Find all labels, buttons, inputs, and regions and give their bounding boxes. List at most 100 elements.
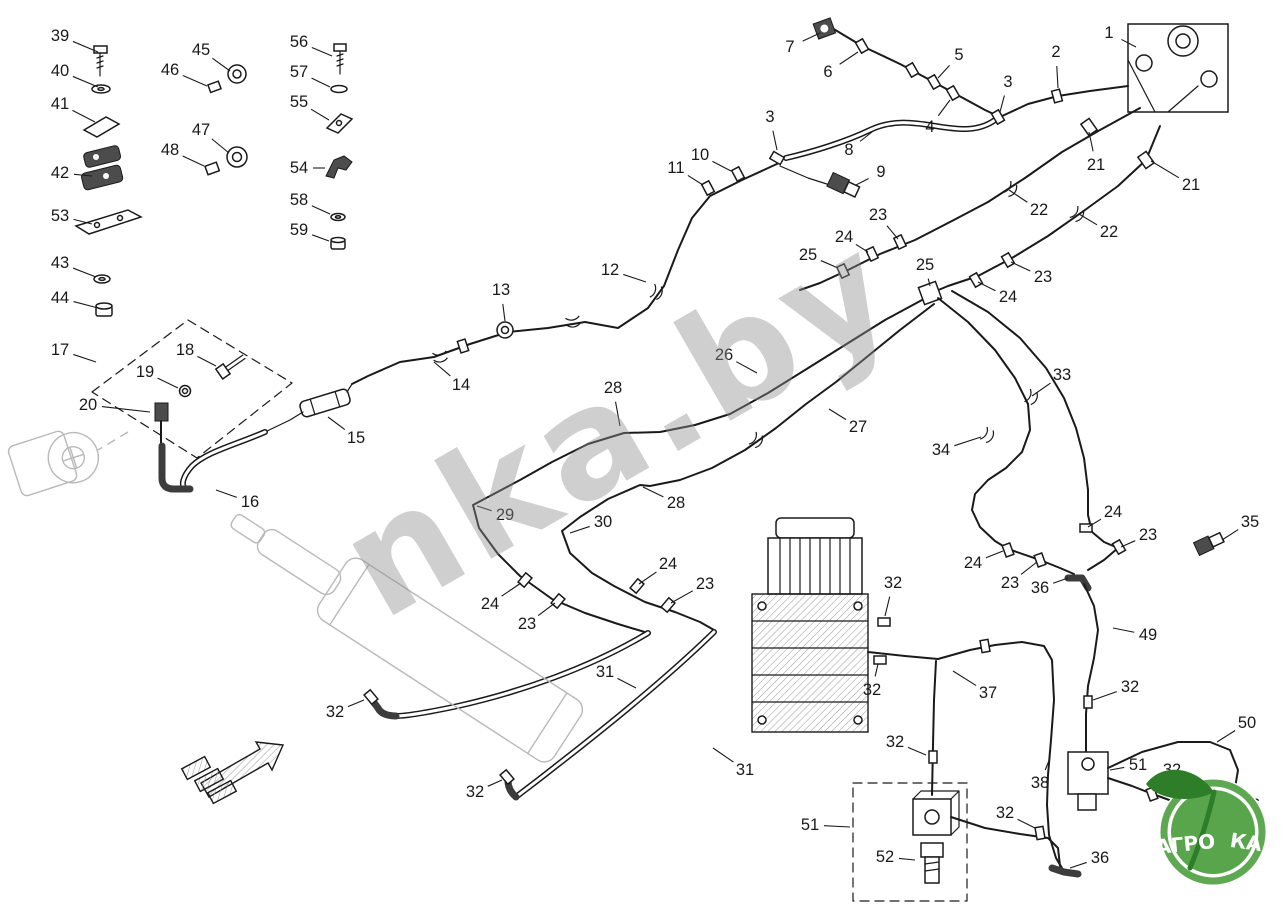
part-callout-27: 27 <box>828 408 867 436</box>
leader-line <box>72 267 97 278</box>
part-number: 23 <box>518 615 536 633</box>
part-callout-3: 3 <box>999 73 1013 113</box>
leaf-stem <box>1187 789 1217 871</box>
part-number: 43 <box>51 254 69 272</box>
leader-line <box>311 205 331 215</box>
part-callout-52: 52 <box>876 848 916 866</box>
leader-line <box>476 505 492 512</box>
part-callout-21: 21 <box>1087 131 1105 174</box>
part-callout-8: 8 <box>844 131 873 159</box>
part-callout-2: 2 <box>1051 43 1061 89</box>
part-callout-47: 47 <box>192 121 230 154</box>
part-number: 27 <box>849 418 867 436</box>
part-callout-43: 43 <box>51 254 97 278</box>
part-callout-58: 58 <box>290 191 331 215</box>
leader-line <box>937 64 950 79</box>
connector-9 <box>826 171 861 198</box>
part-callout-18: 18 <box>176 341 217 367</box>
part-callout-39: 39 <box>51 27 99 53</box>
relief-valve-52 <box>920 842 944 884</box>
part-number: 57 <box>290 63 308 81</box>
part-callout-31: 31 <box>712 747 754 779</box>
part-callout-10: 10 <box>691 146 732 172</box>
part-number: 50 <box>1238 714 1256 732</box>
connector-35 <box>1192 531 1225 557</box>
part-callout-9: 9 <box>855 163 886 186</box>
part-number: 32 <box>466 783 484 801</box>
valve-block-51a <box>1067 751 1109 811</box>
part-number: 23 <box>696 575 714 593</box>
part-callout-35: 35 <box>1221 513 1259 541</box>
part-callout-22: 22 <box>1078 213 1118 241</box>
part-callout-45: 45 <box>192 41 231 72</box>
part-number: 34 <box>932 441 950 459</box>
part-callout-4: 4 <box>925 99 951 136</box>
leader-line <box>311 234 330 242</box>
leader-line <box>670 590 694 604</box>
part-number: 44 <box>51 289 69 307</box>
part-callout-36: 36 <box>1031 577 1069 597</box>
bolt-icon <box>214 354 246 380</box>
nut-icon <box>95 302 113 317</box>
part-callout-32: 32 <box>884 574 902 617</box>
leader-line <box>999 95 1005 113</box>
part-callout-49: 49 <box>1112 626 1157 644</box>
pump-ghost <box>7 430 100 497</box>
part-number: 32 <box>326 703 344 721</box>
part-number: 30 <box>594 513 612 531</box>
part-number: 14 <box>452 376 470 394</box>
leader-line <box>73 353 97 363</box>
leader-line <box>855 243 869 253</box>
leader-line <box>157 377 179 389</box>
part-number: 25 <box>799 246 817 264</box>
leader-line <box>687 174 704 186</box>
washer-icon <box>91 84 111 94</box>
part-number: 13 <box>492 281 510 299</box>
leader-line <box>211 138 230 154</box>
leader-line <box>310 108 330 121</box>
part-callout-23: 23 <box>670 575 714 604</box>
part-callout-1: 1 <box>1104 24 1137 48</box>
leader-line <box>1052 577 1069 584</box>
cap-nut-icon <box>226 146 248 168</box>
part-number: 24 <box>481 595 499 613</box>
leader-line <box>1087 518 1102 528</box>
part-number: 36 <box>1031 579 1049 597</box>
part-number: 59 <box>290 221 308 239</box>
leader-line <box>1069 861 1087 869</box>
part-number: 49 <box>1139 626 1157 644</box>
leader-line <box>823 825 851 828</box>
leader-line <box>347 699 365 708</box>
part-number: 24 <box>999 288 1017 306</box>
leader-line <box>1044 757 1051 771</box>
part-number: 24 <box>1104 503 1122 521</box>
leader-line <box>1088 131 1094 152</box>
leader-line <box>886 225 899 240</box>
part-callout-25: 25 <box>916 256 934 287</box>
leader-line <box>907 746 927 756</box>
part-callout-50: 50 <box>1216 714 1256 743</box>
part-callout-38: 38 <box>1031 757 1051 792</box>
part-number: 32 <box>884 574 902 592</box>
direction-arrow <box>180 741 285 805</box>
elbow-36c <box>1048 864 1082 878</box>
part-callout-6: 6 <box>823 51 859 81</box>
part-callout-23: 23 <box>518 602 556 633</box>
break-marks <box>432 180 1085 449</box>
part-number: 12 <box>601 261 619 279</box>
leader-line <box>820 260 839 269</box>
part-number: 23 <box>1034 268 1052 286</box>
part-callout-20: 20 <box>79 396 151 414</box>
leader-line <box>712 747 734 763</box>
leader-line <box>311 77 331 88</box>
leader-line <box>311 46 333 57</box>
elbow-fitting-icon <box>154 402 169 422</box>
leader-line <box>1221 529 1239 541</box>
part-number: 21 <box>1087 156 1105 174</box>
part-number: 24 <box>659 555 677 573</box>
leader-line <box>898 857 916 861</box>
part-number: 37 <box>979 684 997 702</box>
part-number: 40 <box>51 62 69 80</box>
part-number: 18 <box>176 341 194 359</box>
part-callout-55: 55 <box>290 93 330 121</box>
